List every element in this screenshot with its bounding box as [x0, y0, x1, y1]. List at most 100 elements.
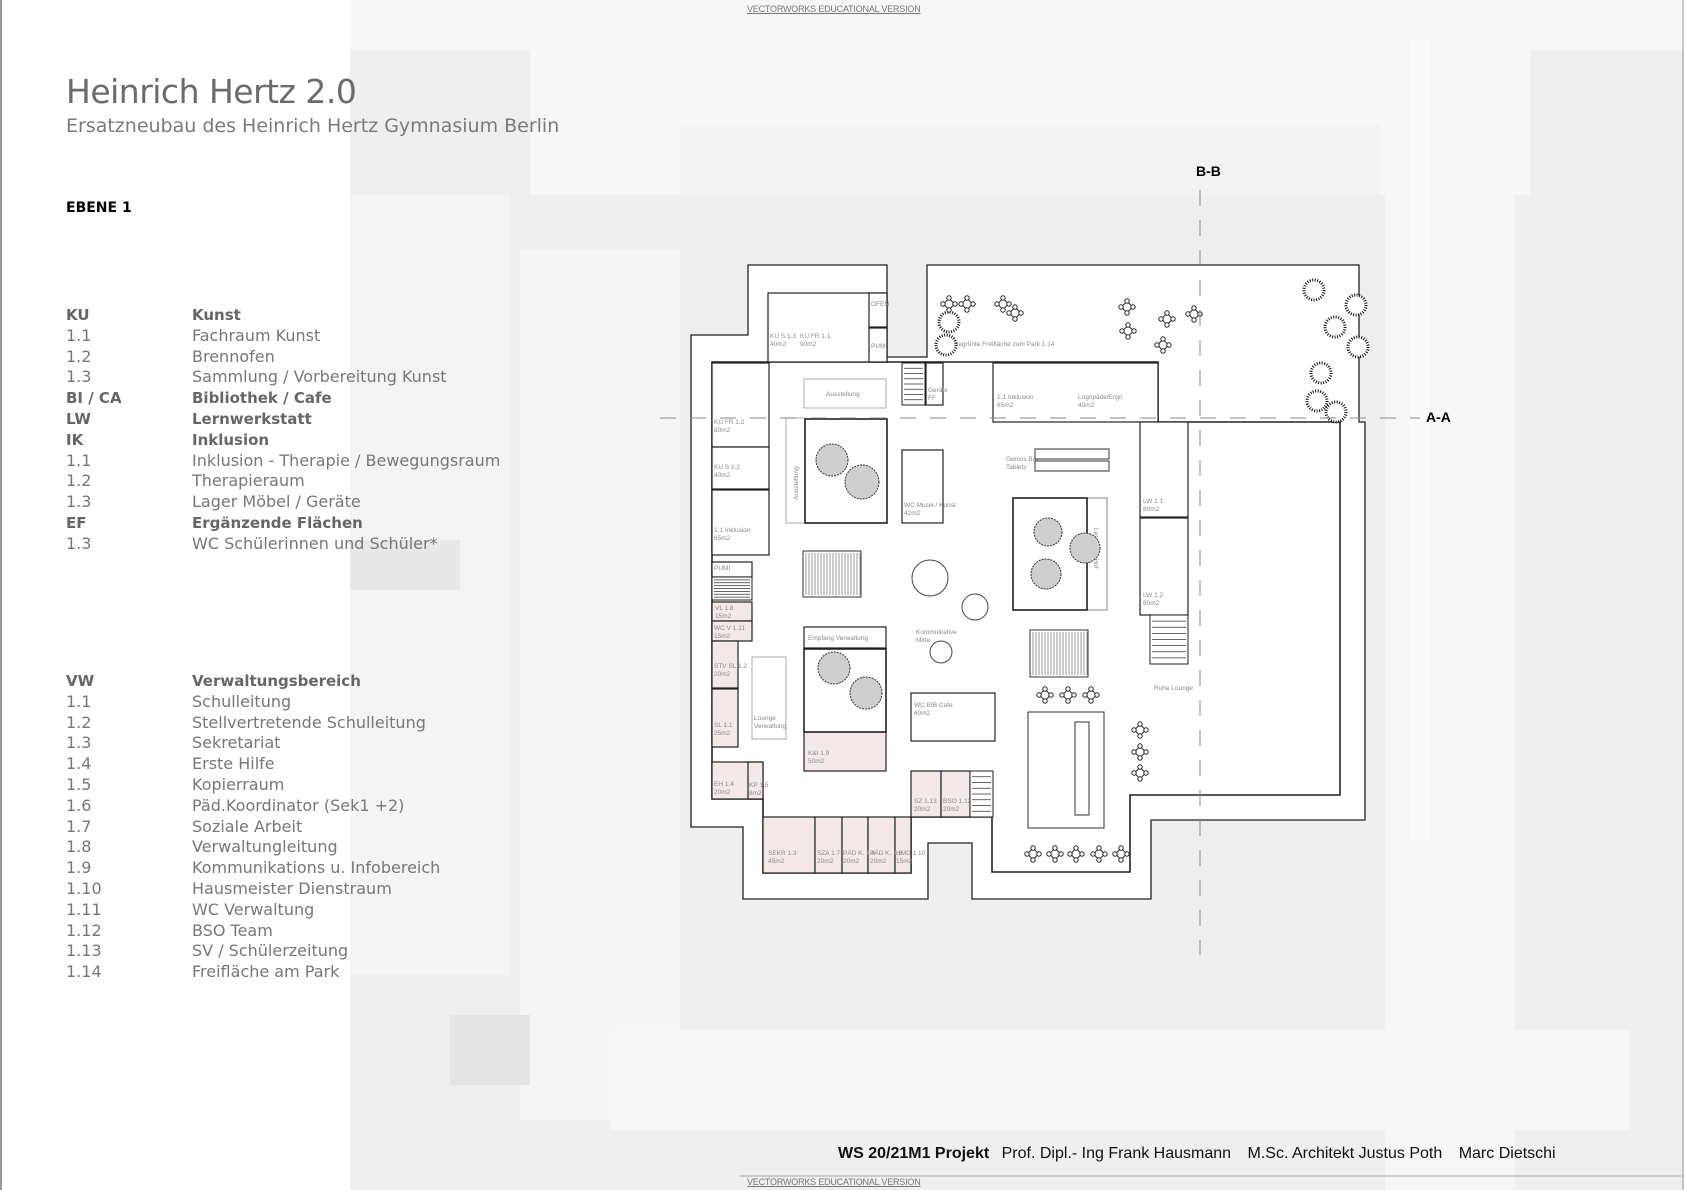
staircase-icon: [969, 770, 994, 818]
table-chairs-icon: [1131, 743, 1149, 761]
legend-code: 1.5: [66, 774, 92, 794]
legend-row: 1.3 Sammlung / Vorbereitung Kunst: [66, 367, 500, 388]
legend-row: 1.11 WC Verwaltung: [66, 900, 440, 921]
legend-label: Lager Möbel / Geräte: [192, 492, 361, 512]
room-pumi-top: [868, 327, 888, 363]
tree-icon: [1030, 558, 1062, 590]
legend-code: 1.8: [66, 837, 92, 857]
table-chairs-icon: [1059, 686, 1077, 704]
room-wc-musik: [901, 449, 944, 524]
legend-label: Sekretariat: [192, 733, 281, 753]
genius-bar-table: [1034, 448, 1110, 460]
legend-label: WC Verwaltung: [192, 899, 315, 919]
shrub-icon: [1309, 361, 1333, 385]
legend-code: 1.13: [66, 941, 102, 961]
room-ku-s-1-2: [711, 446, 770, 490]
table-chairs-icon: [994, 295, 1012, 313]
staircase-icon: [711, 576, 753, 601]
staircase-icon: [1029, 629, 1089, 678]
round-seating: [929, 640, 953, 664]
table-chairs-icon: [1112, 845, 1130, 863]
legend-label: Bibliothek / Cafe: [192, 389, 332, 408]
legend-code: 1.10: [66, 878, 102, 898]
shrub-icon: [1344, 293, 1368, 317]
room-label: Empfang Verwaltung: [808, 635, 868, 642]
watermark-bottom: VECTORWORKS EDUCATIONAL VERSION: [747, 1177, 921, 1187]
legend-code: 1.3: [66, 533, 92, 553]
shrub-icon: [934, 333, 958, 357]
footer-supervisor: M.Sc. Architekt Justus Poth: [1247, 1145, 1443, 1162]
legend-code: LW: [66, 409, 91, 428]
room-inklusion-top: [992, 362, 1159, 423]
footer-credits: WS 20/21M1 Projekt Prof. Dipl.- Ing Fran…: [838, 1145, 1568, 1163]
shrub-icon: [1302, 278, 1326, 302]
legend-label: Lernwerkstatt: [192, 409, 312, 428]
section-label-bb: B-B: [1196, 163, 1221, 179]
table-chairs-icon: [958, 295, 976, 313]
tree-icon: [849, 676, 883, 710]
table-chairs-icon: [1090, 845, 1108, 863]
room-paed-a: [841, 816, 869, 874]
room-label: OFEN: [871, 301, 889, 308]
legend-code: 1.9: [66, 858, 92, 878]
legend-label: Sammlung / Vorbereitung Kunst: [192, 367, 447, 387]
legend-code: 1.2: [66, 471, 92, 491]
legend-code: 1.3: [66, 733, 92, 753]
table-chairs-icon: [1082, 686, 1100, 704]
room-sekr-1-3: [762, 816, 816, 874]
legend-row: 1.3 Sekretariat: [66, 733, 440, 754]
level-label: EBENE 1: [66, 200, 132, 216]
genius-bar-table: [1034, 460, 1110, 472]
legend-label: Verwaltungleitung: [192, 837, 338, 857]
staircase-icon: [802, 550, 862, 598]
legend-code: 1.1: [66, 325, 92, 345]
legend-code: IK: [66, 430, 84, 449]
shrub-icon: [1324, 400, 1348, 424]
room-geraete: [925, 362, 944, 406]
tree-icon: [1069, 532, 1101, 564]
legend-row: BI / CA Bibliothek / Cafe: [66, 388, 500, 409]
room-ku-fr-1-1: [767, 292, 888, 363]
legend-code: 1.3: [66, 367, 92, 387]
legend-label: Freifläche am Park: [192, 962, 340, 982]
room-ofen: [868, 292, 888, 328]
room-paed-b: [867, 816, 896, 874]
legend-code: 1.11: [66, 899, 102, 919]
legend-code: BI / CA: [66, 389, 122, 408]
page-subtitle: Ersatzneubau des Heinrich Hertz Gymnasiu…: [66, 115, 560, 137]
table-chairs-icon: [1154, 336, 1172, 354]
legend-label: BSO Team: [192, 920, 273, 940]
table-chairs-icon: [1131, 764, 1149, 782]
legend-code: 1.6: [66, 795, 92, 815]
